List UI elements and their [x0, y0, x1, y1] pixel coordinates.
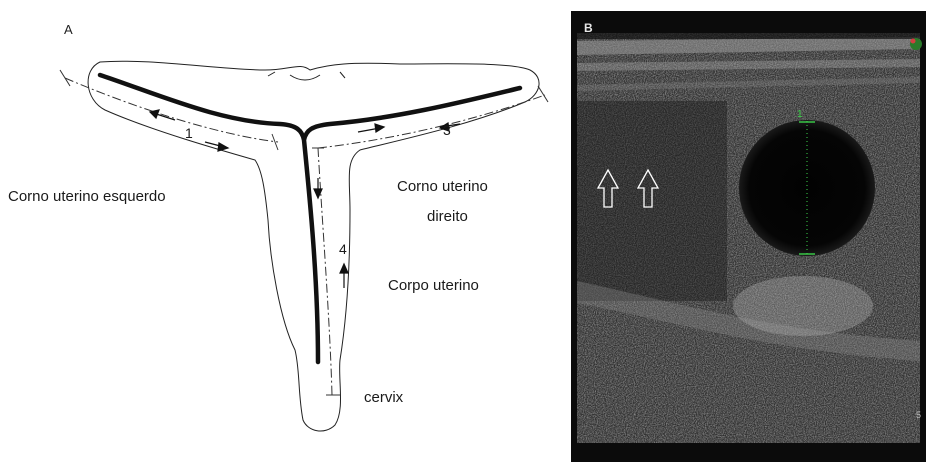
panel-b-letter: B	[584, 21, 593, 35]
fundus-notch	[290, 75, 320, 80]
fundus-mark	[268, 72, 345, 78]
caliper-label: 1	[797, 109, 803, 120]
segment-number-1: 1	[185, 124, 193, 142]
label-cervix: cervix	[364, 389, 403, 407]
label-right-horn-line1: Corno uterino	[397, 178, 488, 196]
label-uterine-body: Corpo uterino	[388, 277, 479, 295]
measurement-ticks	[60, 70, 548, 395]
uterus-diagram	[0, 0, 560, 462]
segment-number-4: 4	[339, 240, 347, 258]
measurement-lines	[65, 78, 545, 395]
label-left-horn: Corno uterino esquerdo	[8, 188, 166, 206]
depth-marker: 5	[916, 410, 921, 420]
segment-number-3: 3	[443, 121, 451, 139]
panel-a-letter: A	[64, 22, 73, 37]
ultrasound-image: B 1 5	[571, 11, 926, 462]
ultrasound-scan	[571, 11, 926, 462]
label-right-horn-line2: direito	[427, 208, 468, 226]
cyst	[739, 120, 875, 256]
